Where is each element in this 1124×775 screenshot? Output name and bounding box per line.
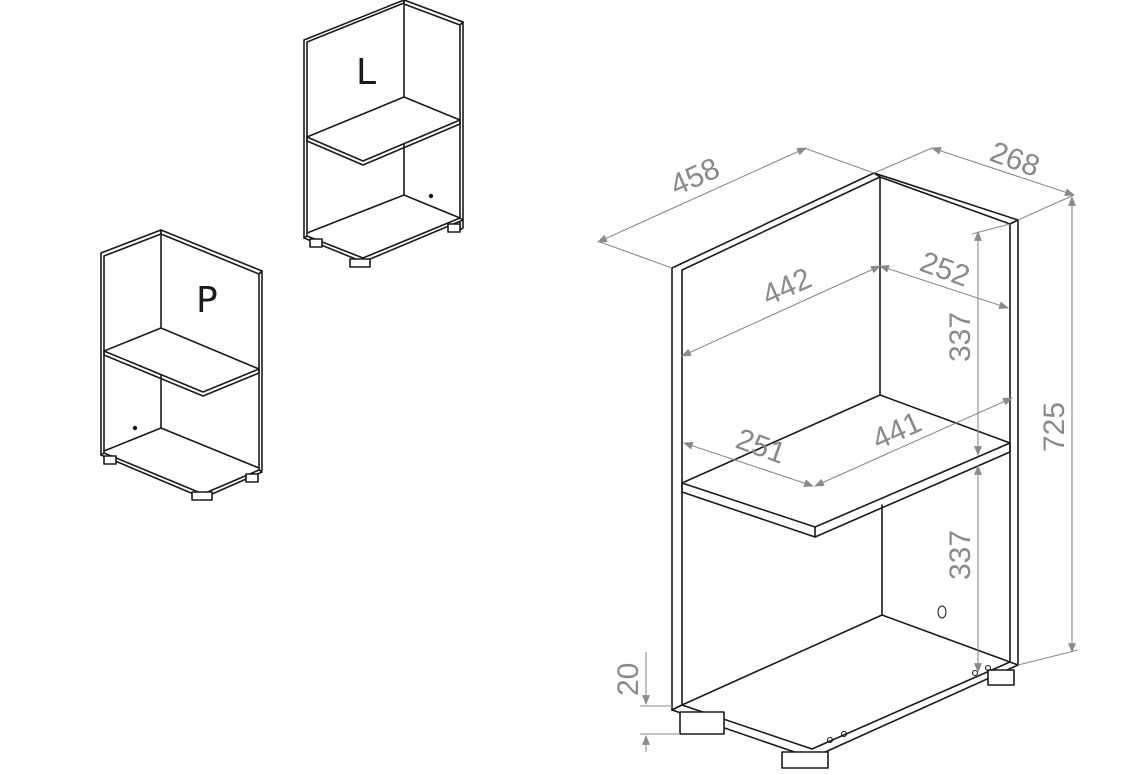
- foot: [191, 491, 213, 501]
- shelf: [681, 394, 1011, 528]
- right-panel: [258, 270, 263, 473]
- cabinet-dimensioned: 458 268 725 252 442 337 441 251 337: [597, 136, 1079, 769]
- dimension-line-shelf-depth: [683, 442, 814, 487]
- hole-marker: [840, 730, 848, 738]
- hole-marker: [971, 669, 979, 677]
- extension-line: [873, 147, 933, 174]
- foot: [447, 223, 461, 233]
- dimension-label-width-inner: 442: [757, 262, 816, 313]
- foot: [103, 455, 117, 465]
- dimension-label-depth-outer: 268: [986, 136, 1044, 184]
- right-panel: [1009, 219, 1019, 669]
- hole-marker: [132, 425, 138, 431]
- dimension-label-width-outer: 458: [665, 152, 724, 203]
- hole-marker: [937, 605, 947, 619]
- shelf-edge: [103, 350, 260, 397]
- back-top-edge: [403, 0, 464, 26]
- back-top-edge: [873, 172, 1019, 225]
- foot: [309, 238, 323, 248]
- bottom-back-line: [681, 614, 1011, 706]
- hole-marker: [984, 664, 992, 672]
- right-panel: [459, 21, 464, 231]
- back-top-edge: [160, 229, 263, 275]
- extension-line: [803, 147, 875, 174]
- hole-marker: [428, 193, 434, 199]
- bottom-back-line: [103, 427, 260, 469]
- dimension-line-width-outer: [597, 147, 807, 243]
- shelf-edge: [306, 119, 461, 166]
- hole-marker: [826, 736, 834, 744]
- foot: [245, 473, 259, 483]
- dimension-label-height-lower: 337: [944, 530, 977, 580]
- bottom-panel: [671, 661, 1019, 759]
- cabinet-variant-l: L: [303, 0, 464, 268]
- variant-label-p: P: [196, 280, 218, 321]
- dimension-label-height-total: 725: [1038, 402, 1071, 452]
- foot: [679, 711, 725, 735]
- extension-line: [1017, 194, 1075, 221]
- foot: [987, 669, 1015, 686]
- extension-line: [599, 241, 673, 269]
- dimension-label-depth-inner: 252: [916, 246, 974, 294]
- foot: [781, 751, 829, 769]
- dimension-label-height-upper: 337: [944, 312, 977, 362]
- extension-line: [1017, 649, 1079, 666]
- foot: [349, 258, 371, 268]
- dimension-line-depth-inner: [879, 265, 1009, 309]
- dimension-line-shelf-width: [814, 397, 1013, 487]
- bottom-back-line: [306, 194, 461, 234]
- dimension-label-foot-height: 20: [612, 663, 645, 696]
- cabinet-variant-p: P: [100, 229, 263, 501]
- dimension-line-depth-outer: [931, 147, 1075, 196]
- variant-label-l: L: [356, 52, 376, 93]
- dimension-line-width-inner: [681, 265, 881, 357]
